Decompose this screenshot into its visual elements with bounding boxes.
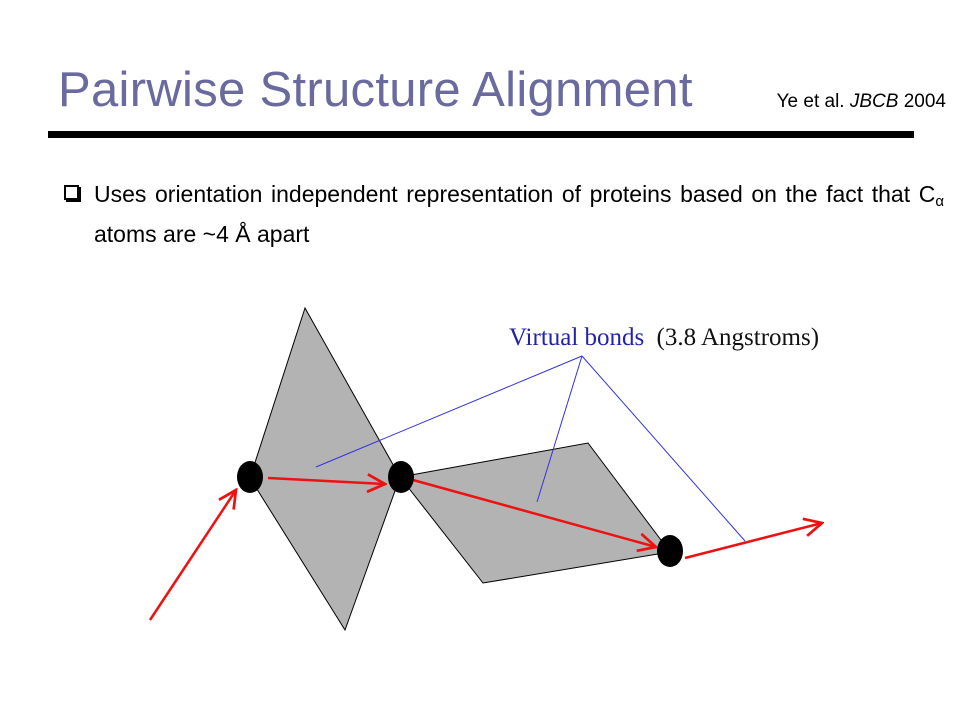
bullet-text-after: atoms are ~4 Å apart (94, 221, 310, 247)
leader-line-left (315, 355, 583, 468)
slide-title: Pairwise Structure Alignment (58, 63, 693, 117)
alpha-carbon-atom-3 (657, 535, 683, 567)
bond-arrow-incoming (148, 490, 236, 621)
virtual-bonds-label-detail: (3.8 Angstroms) (657, 324, 820, 351)
bond-arrow-first (267, 478, 385, 484)
bond-arrow-second (412, 478, 656, 547)
citation-authors: Ye et al. (776, 91, 845, 112)
citation: Ye et al. JBCB 2004 (777, 91, 946, 113)
leader-line-right (581, 355, 746, 542)
virtual-bonds-label-main: Virtual bonds (509, 324, 644, 351)
peptide-plane-left (249, 306, 401, 632)
checkbox-bullet-icon (64, 185, 79, 200)
title-divider (48, 131, 914, 138)
bond-arrow-outgoing (684, 523, 822, 560)
alpha-carbon-atom-2 (388, 461, 414, 493)
bullet-text-before: Uses orientation independent representat… (94, 181, 936, 207)
bullet-subscript: α (935, 193, 944, 210)
citation-year: 2004 (903, 91, 946, 112)
bullet-text: Uses orientation independent representat… (94, 178, 944, 250)
alpha-carbon-atom-1 (237, 461, 263, 493)
leader-line-middle (536, 355, 583, 503)
virtual-bonds-label: Virtual bonds (3.8 Angstroms) (509, 324, 819, 351)
citation-journal: JBCB (849, 91, 899, 112)
bullet-point: Uses orientation independent representat… (64, 178, 944, 250)
